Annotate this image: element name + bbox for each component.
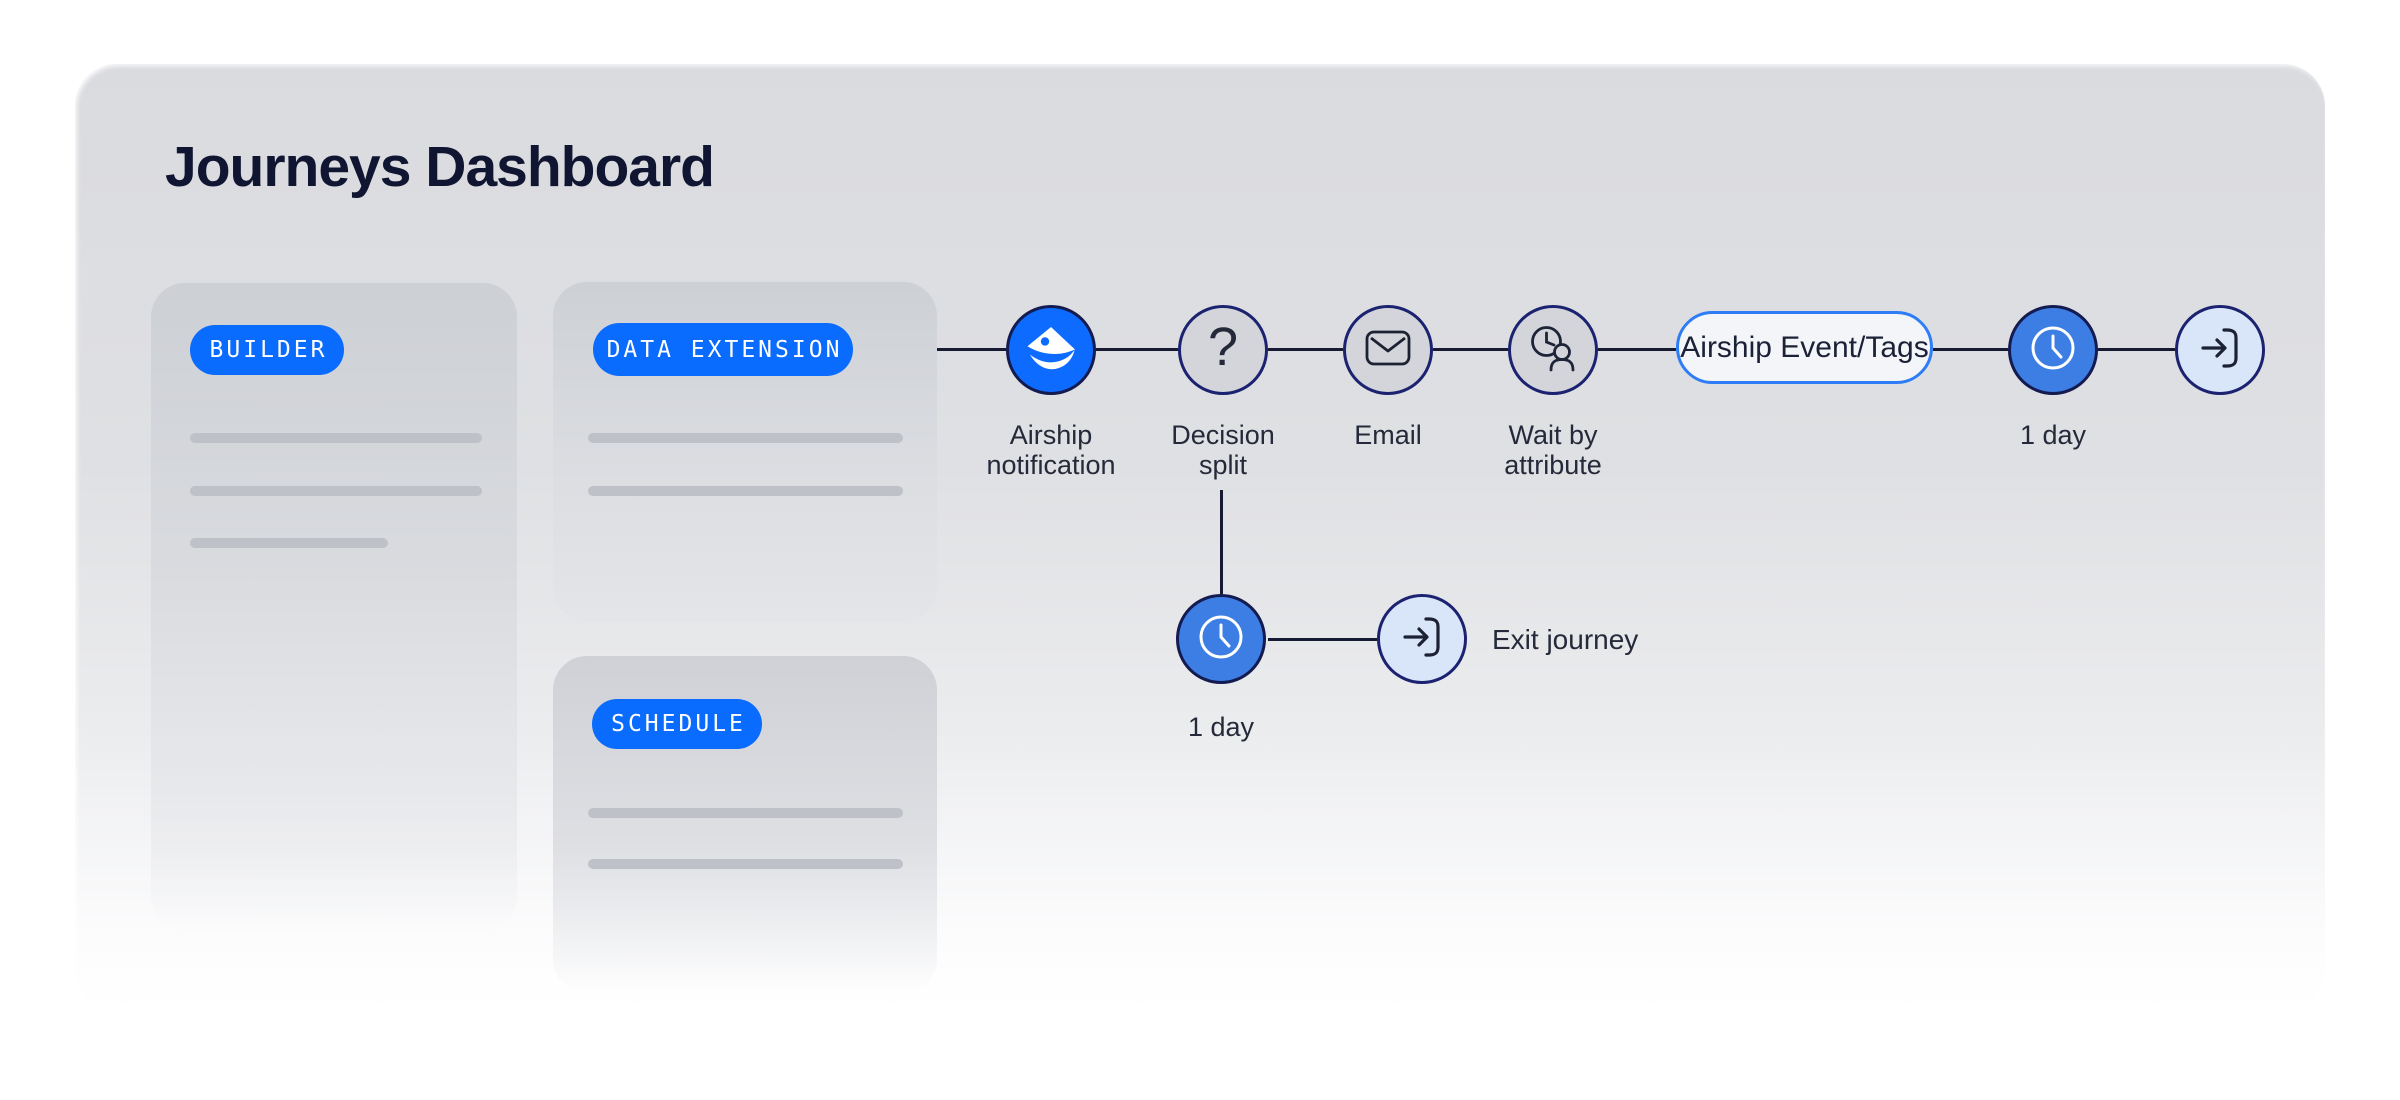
connector-vertical	[1220, 490, 1223, 594]
connector	[1598, 348, 1676, 351]
connector	[1933, 348, 2008, 351]
connector	[1268, 638, 1377, 641]
exit-arrow-icon	[1396, 611, 1448, 668]
node-exit-journey[interactable]	[1377, 594, 1467, 684]
schedule-badge[interactable]: SCHEDULE	[592, 699, 762, 749]
connector	[1096, 348, 1178, 351]
node-label-decision-split: Decision split	[1171, 420, 1275, 480]
dashboard-card: Journeys Dashboard BUILDER DATA EXTENSIO…	[75, 64, 2325, 1012]
placeholder-line	[588, 486, 903, 496]
node-label-email: Email	[1354, 420, 1422, 450]
node-label-wait-by-attribute: Wait by attribute	[1504, 420, 1602, 480]
connector	[937, 348, 1006, 351]
placeholder-line	[588, 859, 903, 869]
node-exit-top[interactable]	[2175, 305, 2265, 395]
placeholder-line	[190, 538, 388, 548]
page-title: Journeys Dashboard	[165, 135, 715, 199]
node-airship-notification[interactable]	[1006, 305, 1096, 395]
clock-icon	[2029, 324, 2077, 377]
connector	[1268, 348, 1343, 351]
node-airship-event-tags[interactable]: Airship Event/Tags	[1676, 311, 1933, 384]
wait-attribute-icon	[1525, 322, 1581, 379]
builder-panel[interactable]: BUILDER	[151, 283, 517, 931]
question-mark-icon: ?	[1207, 317, 1239, 377]
builder-badge[interactable]: BUILDER	[190, 325, 344, 375]
node-decision-split[interactable]: ?	[1178, 305, 1268, 395]
connector	[2098, 348, 2175, 351]
node-label-airship-notification: Airship notification	[986, 420, 1116, 480]
node-label-exit-journey: Exit journey	[1492, 624, 1639, 655]
placeholder-line	[190, 486, 482, 496]
node-label-1-day: 1 day	[2019, 420, 2087, 450]
placeholder-line	[588, 433, 903, 443]
airship-logo-icon	[1024, 325, 1078, 376]
node-wait-by-attribute[interactable]	[1508, 305, 1598, 395]
clock-icon	[1197, 613, 1245, 666]
node-wait-1-day[interactable]	[2008, 305, 2098, 395]
placeholder-line	[588, 808, 903, 818]
node-wait-1-day-branch[interactable]	[1176, 594, 1266, 684]
data-extension-panel[interactable]: DATA EXTENSION	[553, 282, 937, 622]
node-email[interactable]	[1343, 305, 1433, 395]
node-label-1-day-branch: 1 day	[1187, 712, 1255, 742]
placeholder-line	[190, 433, 482, 443]
connector	[1433, 348, 1508, 351]
schedule-panel[interactable]: SCHEDULE	[553, 656, 937, 993]
envelope-icon	[1364, 329, 1412, 372]
exit-arrow-icon	[2194, 322, 2246, 379]
data-extension-badge[interactable]: DATA EXTENSION	[593, 323, 853, 376]
